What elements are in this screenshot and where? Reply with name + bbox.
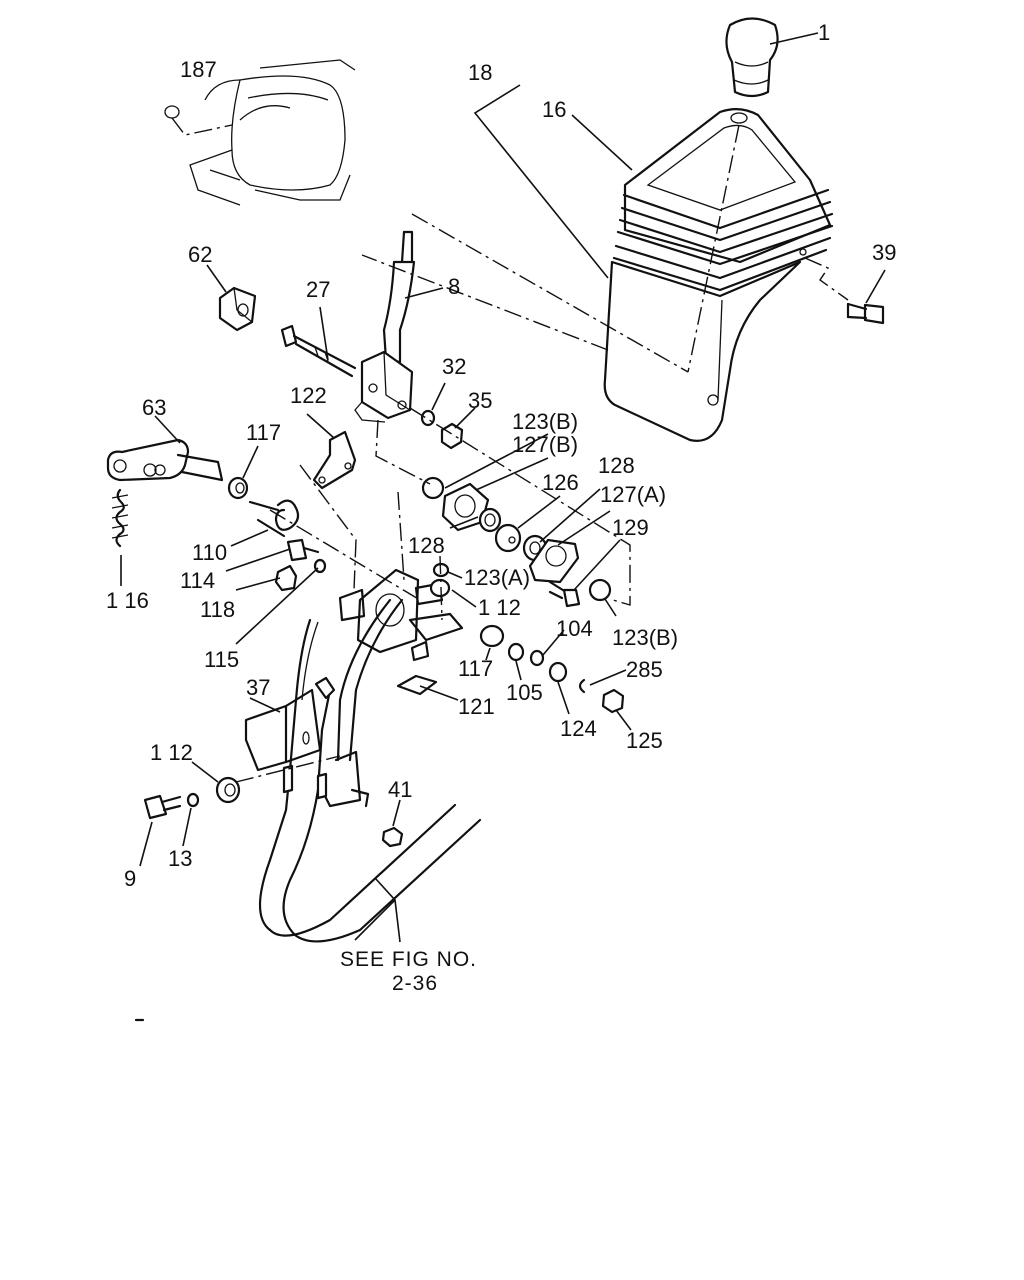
washer-13 — [186, 792, 200, 808]
see-fig-line2: 2-36 — [392, 972, 438, 995]
callout-187: 187 — [180, 57, 217, 82]
callout-128-right: 128 — [598, 453, 635, 478]
callout-114: 114 — [180, 568, 215, 593]
clip-285 — [578, 678, 586, 694]
callout-128-left: 128 — [408, 533, 445, 558]
leader-lines — [120, 32, 886, 943]
callout-125: 125 — [626, 728, 663, 753]
nut-125 — [601, 688, 625, 714]
flange-127a — [528, 538, 580, 584]
callout-116: 1 16 — [106, 588, 149, 613]
collar-123b-upper — [421, 476, 445, 500]
bushing-117-lower — [479, 624, 505, 648]
callout-285: 285 — [626, 657, 663, 682]
bolt-27 — [280, 324, 357, 378]
callout-35: 35 — [468, 388, 492, 413]
callout-124: 124 — [560, 716, 597, 741]
spring-116 — [111, 488, 129, 548]
bolt-9 — [143, 794, 182, 820]
callout-127b: 127(B) — [512, 432, 578, 457]
callout-126: 126 — [542, 470, 579, 495]
washer-124 — [548, 661, 568, 683]
seal-128-left — [478, 507, 502, 533]
callout-27: 27 — [306, 277, 330, 302]
callout-117-upper: 117 — [246, 420, 281, 445]
callout-32: 32 — [442, 354, 466, 379]
link-63 — [106, 438, 224, 482]
alignment-lines — [171, 117, 849, 783]
callout-8: 8 — [448, 274, 460, 299]
bracket-122 — [312, 430, 357, 490]
collar-123b-right — [588, 578, 612, 602]
nut-35 — [440, 422, 464, 450]
callout-121: 121 — [458, 694, 495, 719]
nut-41 — [381, 826, 404, 848]
bolt-129 — [548, 580, 581, 608]
bushing-117-upper — [227, 476, 249, 500]
base-plate-assembly — [338, 562, 464, 662]
see-figure-note: SEE FIG NO. 2-36 — [340, 948, 477, 995]
callout-18: 18 — [468, 60, 492, 85]
see-fig-line1: SEE FIG NO. — [340, 948, 477, 971]
ball-126 — [494, 523, 522, 553]
seat-sketch — [164, 59, 356, 206]
callout-112-upper: 1 12 — [478, 595, 521, 620]
callout-115: 115 — [204, 647, 239, 672]
bolt-114 — [286, 538, 320, 562]
callout-41: 41 — [388, 777, 412, 802]
callout-1: 1 — [818, 20, 830, 45]
callout-123b-lower: 123(B) — [612, 625, 678, 650]
washer-104 — [529, 649, 545, 667]
lever-boot-cover — [603, 17, 834, 442]
callout-105: 105 — [506, 680, 543, 705]
spring-110 — [248, 499, 300, 538]
callout-37: 37 — [246, 675, 270, 700]
callout-112-lower: 1 12 — [150, 740, 193, 765]
nut-62 — [218, 286, 257, 332]
callout-13: 13 — [168, 846, 192, 871]
callout-63: 63 — [142, 395, 166, 420]
washer-105 — [507, 642, 525, 662]
pad-121 — [396, 674, 438, 696]
washer-32 — [420, 409, 436, 427]
control-cables — [259, 598, 482, 943]
callout-62: 62 — [188, 242, 212, 267]
callout-16: 16 — [542, 97, 566, 122]
callout-labels: 1 187 18 16 39 62 27 8 32 35 122 63 117 … — [106, 20, 896, 891]
callout-129: 129 — [612, 515, 649, 540]
callout-123b-upper: 123(B) — [512, 409, 578, 434]
nut-118 — [274, 564, 298, 592]
control-lever-8 — [354, 230, 416, 423]
callout-39: 39 — [872, 240, 896, 265]
callout-104: 104 — [556, 616, 593, 641]
lower-bracket-37 — [244, 688, 370, 808]
callout-110: 110 — [192, 540, 227, 565]
callout-117-lower: 117 — [458, 656, 493, 681]
callout-123a: 123(A) — [464, 565, 530, 590]
callout-127a: 127(A) — [600, 482, 666, 507]
callout-9: 9 — [124, 866, 136, 891]
callout-122: 122 — [290, 383, 327, 408]
washer-115 — [313, 558, 327, 574]
callout-118: 118 — [200, 597, 235, 622]
bolt-39 — [846, 302, 885, 325]
bushing-112-lower — [215, 776, 241, 804]
